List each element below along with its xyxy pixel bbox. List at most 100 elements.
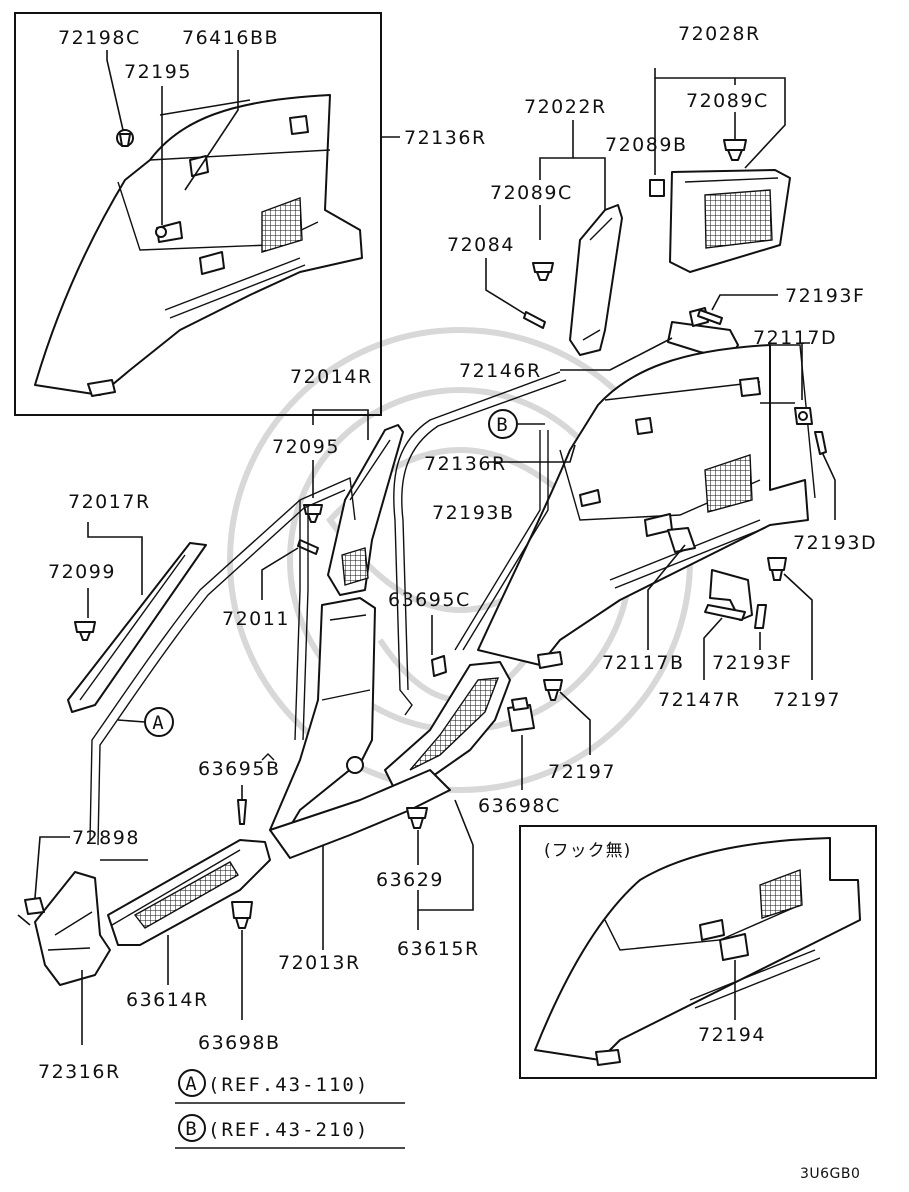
label-72011: 72011	[222, 608, 290, 630]
clip-72197-center	[543, 679, 563, 701]
routing-line-b	[454, 430, 541, 651]
inset-frame-bottom-right	[519, 825, 877, 1079]
clip-72089B	[649, 179, 665, 197]
label-72195: 72195	[124, 61, 192, 83]
label-72193D: 72193D	[793, 532, 877, 554]
sill-trim-63614R	[107, 839, 271, 946]
screw-72193D	[814, 431, 827, 455]
label-72197-a: 72197	[773, 689, 841, 711]
weatherstrip-end-mark	[261, 753, 275, 761]
screw-72084	[523, 311, 546, 329]
diagram-code: 3U6GB0	[800, 1166, 860, 1182]
label-72147R: 72147R	[658, 689, 741, 711]
label-72028R: 72028R	[678, 23, 761, 45]
ref-b-legend-circle	[178, 1114, 206, 1142]
label-72084: 72084	[447, 234, 515, 256]
label-63614R: 63614R	[126, 989, 209, 1011]
ref-a-legend-circle	[178, 1069, 206, 1097]
leader-72898	[34, 836, 70, 899]
clip-63698B	[231, 901, 253, 929]
sill-trim-63615R-low	[269, 769, 451, 859]
leader-72117B	[647, 544, 686, 650]
label-72117D: 72117D	[753, 327, 837, 349]
label-63698B: 63698B	[198, 1032, 280, 1054]
screw-72193F-low	[754, 604, 767, 629]
lower-pillar-72013R	[269, 597, 376, 836]
clip-72089C-pillar	[532, 262, 554, 281]
pillar-trim-72022R	[569, 204, 623, 356]
label-72146R: 72146R	[459, 360, 542, 382]
quarter-trim-inset-part	[34, 94, 363, 397]
screw-63695C	[431, 655, 447, 677]
label-72089B: 72089B	[605, 134, 687, 156]
weatherstrip-mid-b	[302, 505, 309, 741]
label-63615R: 63615R	[397, 938, 480, 960]
screw-72193F-top	[697, 309, 723, 325]
clip-72117D	[794, 407, 813, 425]
label-76416BB: 76416BB	[182, 27, 279, 49]
kick-panel-72316R	[34, 871, 111, 986]
leader-72198C	[106, 50, 124, 131]
pillar-trim-72014R	[327, 424, 404, 596]
label-72194: 72194	[698, 1024, 766, 1046]
clip-72089C-top	[723, 139, 747, 161]
leader-72147R	[703, 617, 723, 680]
label-72193F-a: 72193F	[785, 285, 865, 307]
label-63629: 63629	[376, 869, 444, 891]
garnish-72017R	[67, 542, 207, 713]
label-72197-b: 72197	[548, 761, 616, 783]
ref-a-legend-text: (REF.43-110)	[208, 1074, 369, 1096]
leader-76416BB	[184, 50, 239, 191]
ref-b-legend-text: (REF.43-210)	[208, 1119, 369, 1141]
scuff-plate-63615R	[384, 661, 511, 791]
leader-72197-a	[783, 573, 813, 680]
label-72117B: 72117B	[602, 652, 684, 674]
label-72089C-a: 72089C	[686, 90, 769, 112]
leader-72193D	[821, 451, 836, 520]
leader-72017R	[87, 522, 143, 595]
leader-72197-b	[559, 691, 591, 755]
clip-72099	[74, 621, 96, 641]
weatherstrip-a-outer	[89, 476, 356, 841]
label-63695C: 63695C	[388, 589, 471, 611]
quarter-trim-72136R	[477, 344, 816, 669]
leader-ref-a	[117, 719, 146, 723]
label-63698C: 63698C	[478, 795, 561, 817]
weatherstrip-mid	[294, 500, 301, 741]
label-72136R-a: 72136R	[404, 127, 487, 149]
label-72095: 72095	[272, 436, 340, 458]
routing-line-upper-b	[401, 379, 567, 691]
leader-72146R	[560, 337, 673, 371]
leader-72022R	[539, 120, 574, 180]
routing-line-upper	[393, 371, 561, 716]
label-72193F-b: 72193F	[712, 652, 792, 674]
ref-legend: A (REF.43-110) B (REF.43-210)	[175, 1069, 405, 1149]
leader-63615R	[417, 799, 474, 911]
inset-frame-top-left	[14, 12, 382, 416]
label-72022R: 72022R	[524, 96, 607, 118]
routing-line-b2	[462, 430, 549, 651]
ref-a-legend-letter: A	[185, 1073, 198, 1095]
clip-72197-right	[767, 557, 787, 581]
label-72198C: 72198C	[58, 27, 141, 49]
label-72316R: 72316R	[38, 1061, 121, 1083]
ref-b-legend-letter: B	[185, 1118, 198, 1140]
leader-72193F-a	[711, 294, 778, 311]
leader-72117D	[801, 342, 810, 400]
label-72013R: 72013R	[278, 952, 361, 974]
label-72193B: 72193B	[432, 502, 514, 524]
hook-72117B	[667, 527, 696, 553]
label-63695B: 63695B	[198, 758, 280, 780]
label-72136R-b: 72136R	[424, 453, 507, 475]
label-72017R: 72017R	[68, 491, 151, 513]
screw-63695B	[237, 799, 247, 825]
inset-note-no-hook: (フック無)	[544, 841, 631, 861]
leader-72022R-right	[573, 157, 606, 210]
ref-b-letter-diagram: B	[496, 414, 509, 436]
ref-a-letter-diagram: A	[152, 712, 165, 734]
clip-63629	[406, 807, 428, 829]
clip-72898	[24, 897, 45, 915]
label-72099: 72099	[48, 561, 116, 583]
